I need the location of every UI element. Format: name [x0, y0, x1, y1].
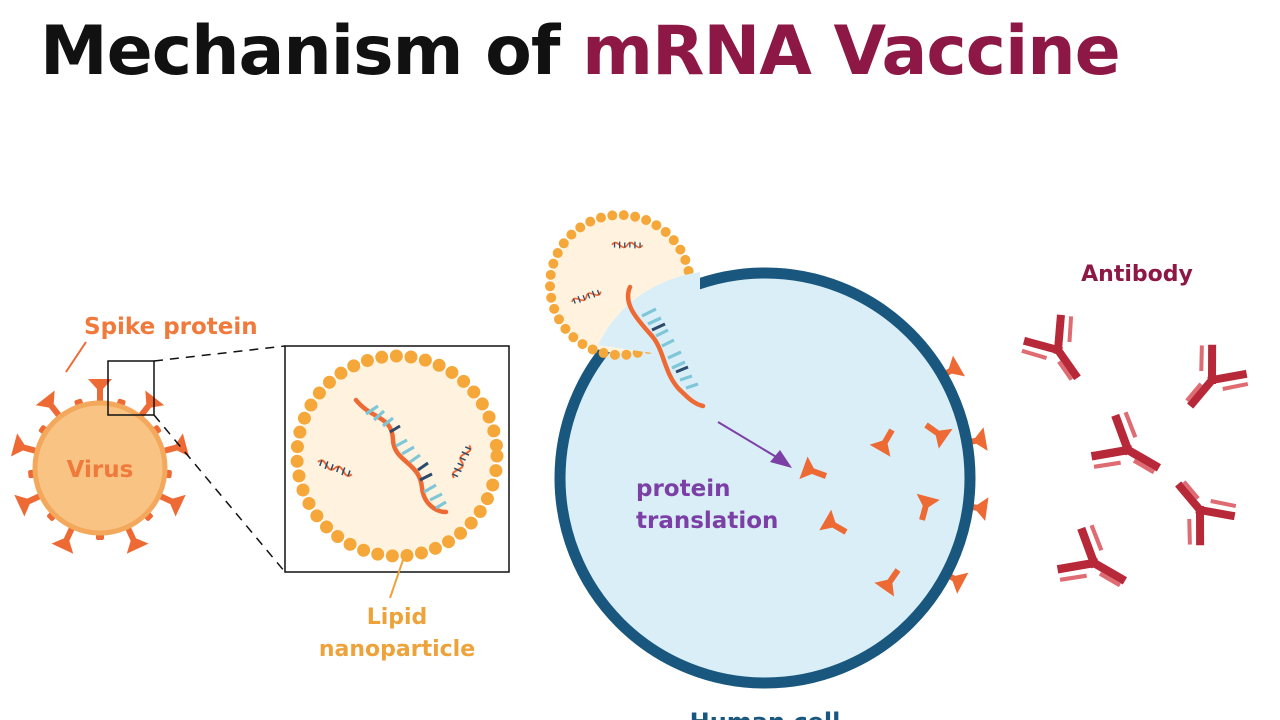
translation-arrow-line: [717, 421, 779, 459]
page-title: Mechanism of mRNA Vaccine: [40, 18, 1121, 86]
antibody-1: [1020, 313, 1101, 393]
virus-label: Virus: [67, 457, 134, 483]
zoom-line-top: [153, 345, 286, 362]
spike-pointer-line: [65, 341, 87, 373]
lipid-nanoparticle: [290, 349, 504, 563]
antibodies: [1020, 313, 1251, 607]
zoom-line-bottom: [153, 414, 286, 573]
translation-arrow-head: [770, 450, 792, 468]
antibody-5: [1056, 523, 1138, 607]
title-part-1: Mechanism of: [40, 12, 560, 91]
lipid-pointer-line: [389, 559, 404, 599]
fusing-nanoparticle: [545, 210, 700, 360]
mrna-rungs: [365, 404, 447, 510]
lipid-bead-ring: [290, 349, 504, 563]
mrna-strand: [353, 397, 449, 515]
antibody-2: [1168, 342, 1250, 423]
cell-mrna-rungs: [641, 307, 699, 390]
mrna-rungs-dark: [389, 424, 433, 482]
spike-protein-label: Spike protein: [84, 314, 258, 340]
antibody-label: Antibody: [1081, 262, 1193, 287]
cell-mrna-strand: [625, 284, 706, 409]
protein-translation-line1: protein: [636, 476, 730, 502]
fusion-overlap: [598, 272, 700, 360]
human-cell-label: Human cell: [690, 708, 841, 720]
human-cell-body: [554, 267, 976, 689]
zoom-box: [107, 360, 155, 416]
human-cell: [554, 267, 989, 689]
virus: [10, 379, 190, 554]
title-part-2: mRNA Vaccine: [582, 12, 1121, 91]
lipid-interior: [300, 359, 494, 553]
antibody-4: [1156, 466, 1238, 547]
virus-body: [32, 400, 168, 536]
lipid-label-line2: nanoparticle: [319, 637, 475, 662]
antibody-3: [1090, 410, 1172, 494]
cell-mrna-rungs-dark: [651, 322, 689, 374]
protein-translation-line2: translation: [636, 508, 778, 534]
lipid-label-line1: Lipid: [367, 605, 428, 630]
